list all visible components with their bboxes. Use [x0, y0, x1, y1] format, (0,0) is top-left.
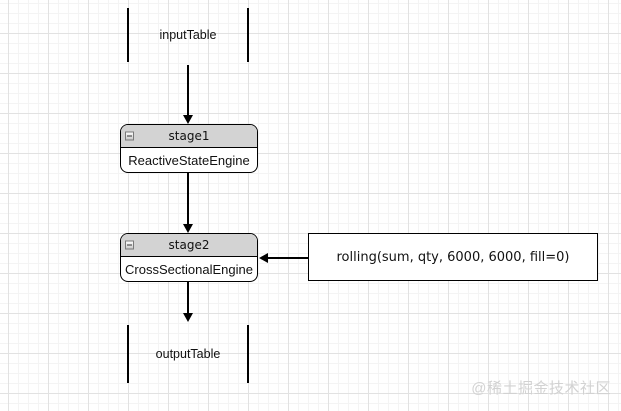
stage2-header: stage2 — [121, 234, 257, 257]
collapse-icon[interactable] — [125, 131, 134, 141]
table-bar-right — [247, 8, 249, 62]
stage1-node: stage1 ReactiveStateEngine — [120, 124, 258, 173]
edge-input-to-stage1 — [182, 65, 194, 124]
output-table-label: outputTable — [155, 347, 221, 361]
table-bar-right — [247, 325, 249, 383]
edge-line — [187, 282, 189, 313]
input-table-label: inputTable — [159, 28, 217, 42]
arrowhead-down-icon — [183, 224, 193, 233]
edge-line — [187, 65, 189, 115]
arrowhead-left-icon — [259, 253, 268, 263]
minus-glyph — [127, 135, 132, 137]
stage2-title: stage2 — [168, 238, 210, 252]
table-bar-left — [127, 325, 129, 383]
collapse-icon[interactable] — [125, 240, 134, 250]
watermark: @稀土掘金技术社区 — [471, 380, 611, 397]
edge-stage1-to-stage2 — [182, 173, 194, 233]
table-bar-left — [127, 8, 129, 62]
output-table-node: outputTable — [127, 325, 249, 383]
stage2-node: stage2 CrossSectionalEngine — [120, 233, 258, 282]
stage1-title: stage1 — [168, 129, 210, 143]
arrowhead-down-icon — [183, 313, 193, 322]
input-table-node: inputTable — [127, 8, 249, 62]
stage2-engine-label: CrossSectionalEngine — [125, 262, 253, 277]
annotation-node: rolling(sum, qty, 6000, 6000, fill=0) — [308, 233, 598, 281]
edge-line — [268, 257, 308, 259]
stage1-engine-label: ReactiveStateEngine — [128, 153, 250, 168]
arrowhead-down-icon — [183, 115, 193, 124]
edge-line — [187, 173, 189, 224]
edge-stage2-to-output — [182, 282, 194, 322]
minus-glyph — [127, 244, 132, 246]
edge-annotation-to-stage2 — [259, 252, 308, 264]
stage1-header: stage1 — [121, 125, 257, 148]
